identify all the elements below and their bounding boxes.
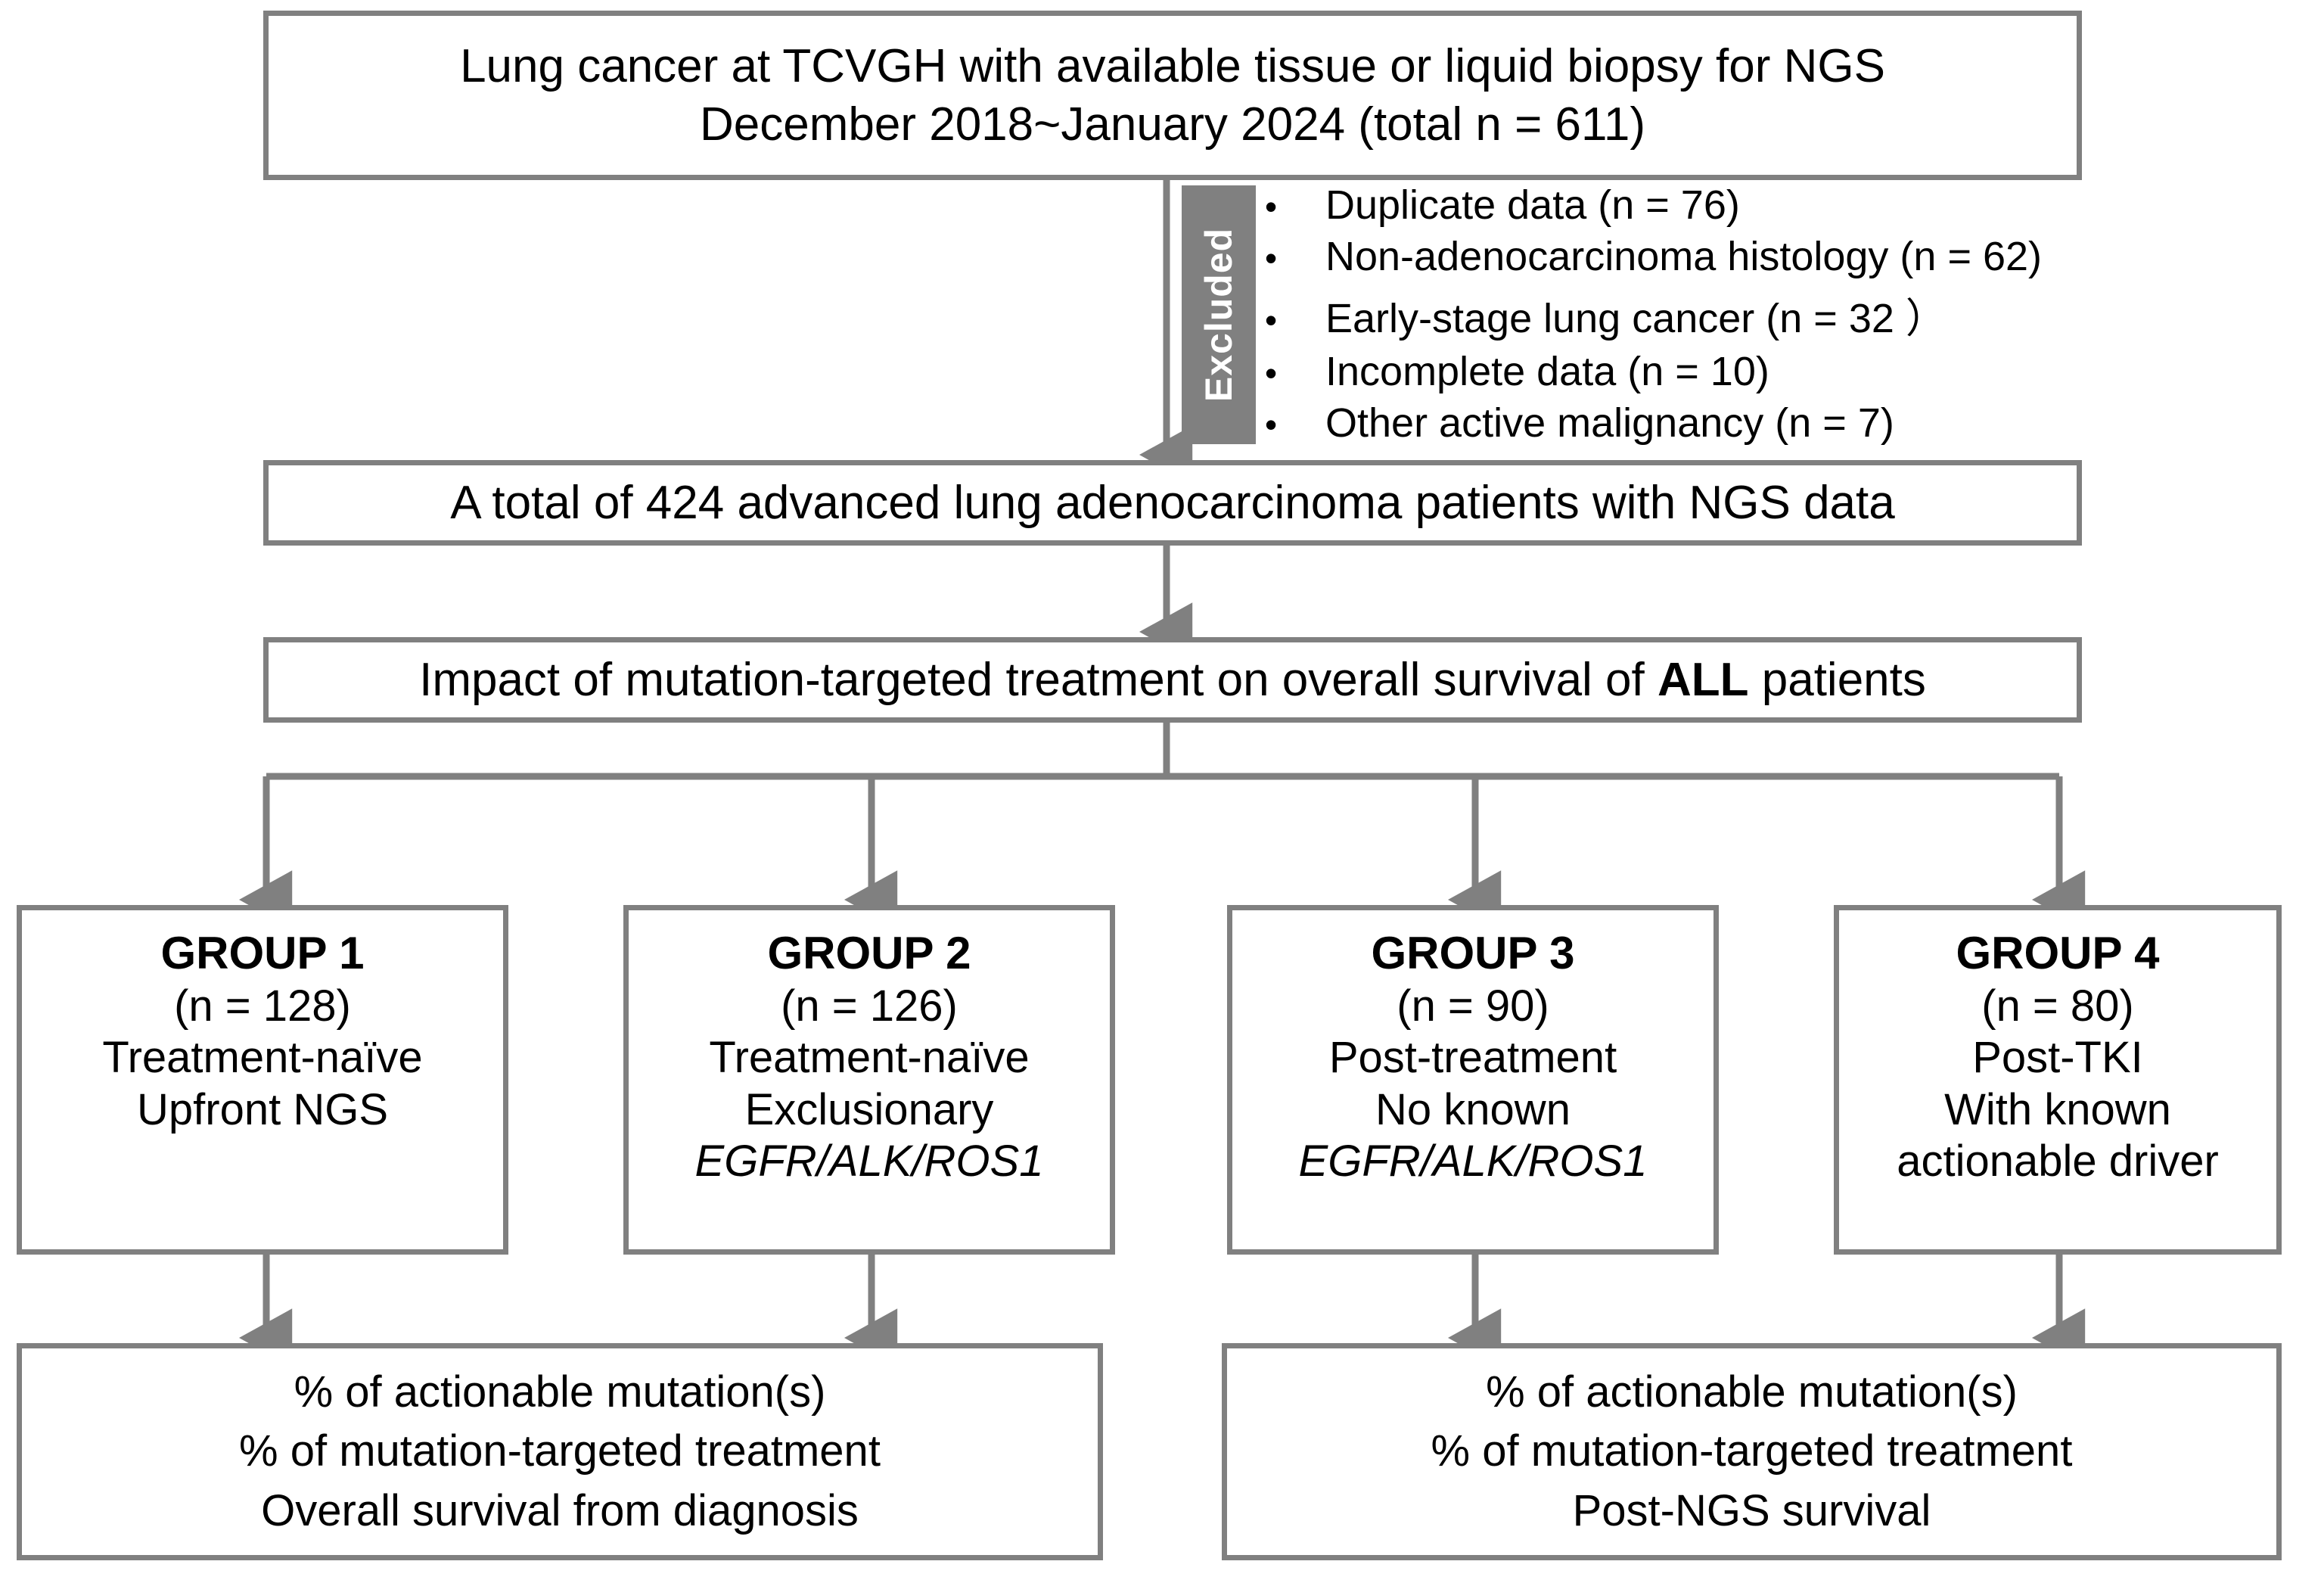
excluded-strip: Excluded — [1182, 185, 1256, 444]
outcome-right-line-3: Post-NGS survival — [1572, 1485, 1931, 1535]
outcome-box-right: % of actionable mutation(s) % of mutatio… — [1222, 1343, 2282, 1560]
impact-emphasis: ALL — [1657, 653, 1749, 706]
impact-objective-box: Impact of mutation-targeted treatment on… — [263, 637, 2082, 723]
outcome-left-line-1: % of actionable mutation(s) — [294, 1367, 826, 1417]
source-line-2: December 2018~January 2024 (total n = 61… — [700, 98, 1645, 151]
group-2-line-3: EGFR/ALK/ROS1 — [694, 1137, 1044, 1186]
list-item: • Non-adenocarcinoma histology (n = 62) — [1265, 233, 2294, 280]
list-item: • Incomplete data (n = 10) — [1265, 348, 2294, 395]
exclusion-item-text: Incomplete data (n = 10) — [1325, 349, 1769, 395]
group-4-line-3: actionable driver — [1897, 1137, 2219, 1186]
bullet-icon: • — [1265, 353, 1278, 393]
impact-prefix: Impact of mutation-targeted treatment on… — [419, 653, 1658, 706]
group-box-1: GROUP 1 (n = 128) Treatment-naïve Upfron… — [17, 905, 508, 1255]
group-3-line-3: EGFR/ALK/ROS1 — [1298, 1137, 1648, 1186]
group-3-line-2: No known — [1375, 1084, 1571, 1134]
list-item: • Early-stage lung cancer (n = 32 ） — [1265, 285, 2294, 344]
outcome-right-line-1: % of actionable mutation(s) — [1486, 1367, 2018, 1417]
impact-objective-text: Impact of mutation-targeted treatment on… — [419, 652, 1926, 708]
bullet-icon: • — [1265, 238, 1278, 278]
outcome-left-line-3: Overall survival from diagnosis — [261, 1485, 859, 1535]
source-cohort-box: Lung cancer at TCVGH with available tiss… — [263, 11, 2082, 180]
group-1-count: (n = 128) — [174, 981, 351, 1031]
group-2-count: (n = 126) — [781, 981, 958, 1031]
exclusion-item-text: Duplicate data (n = 76) — [1325, 182, 1740, 228]
group-box-3: GROUP 3 (n = 90) Post-treatment No known… — [1227, 905, 1719, 1255]
bullet-icon: • — [1265, 405, 1278, 444]
exclusion-item-text: Other active malignancy (n = 7) — [1325, 400, 1894, 446]
outcome-left-line-2: % of mutation-targeted treatment — [239, 1426, 881, 1476]
list-item: • Duplicate data (n = 76) — [1265, 182, 2294, 229]
group-4-line-2: With known — [1944, 1084, 2171, 1134]
group-2-line-2: Exclusionary — [744, 1084, 994, 1134]
impact-suffix: patients — [1748, 653, 1926, 706]
bullet-icon: • — [1265, 300, 1278, 340]
group-box-2: GROUP 2 (n = 126) Treatment-naïve Exclus… — [623, 905, 1115, 1255]
exclusion-criteria-list: • Duplicate data (n = 76) • Non-adenocar… — [1265, 182, 2294, 446]
group-4-title: GROUP 4 — [1956, 928, 2160, 978]
analysis-cohort-box: A total of 424 advanced lung adenocarcin… — [263, 460, 2082, 546]
group-4-line-1: Post-TKI — [1972, 1033, 2143, 1083]
source-line-1: Lung cancer at TCVGH with available tiss… — [460, 39, 1885, 92]
group-3-count: (n = 90) — [1397, 981, 1549, 1031]
group-4-count: (n = 80) — [1981, 981, 2134, 1031]
exclusion-item-text: Non-adenocarcinoma histology (n = 62) — [1325, 233, 2043, 279]
outcome-box-left: % of actionable mutation(s) % of mutatio… — [17, 1343, 1103, 1560]
group-1-title: GROUP 1 — [160, 928, 365, 978]
group-3-line-1: Post-treatment — [1328, 1033, 1617, 1083]
group-1-line-1: Treatment-naïve — [102, 1033, 423, 1083]
exclusion-item-text: Early-stage lung cancer (n = 32 ） — [1325, 295, 1947, 341]
bullet-icon: • — [1265, 187, 1278, 226]
analysis-cohort-text: A total of 424 advanced lung adenocarcin… — [450, 476, 1895, 529]
excluded-label: Excluded — [1198, 227, 1241, 403]
group-3-title: GROUP 3 — [1371, 928, 1575, 978]
group-box-4: GROUP 4 (n = 80) Post-TKI With known act… — [1834, 905, 2282, 1255]
outcome-right-line-2: % of mutation-targeted treatment — [1431, 1426, 2073, 1476]
group-2-line-1: Treatment-naïve — [709, 1033, 1030, 1083]
group-1-line-2: Upfront NGS — [137, 1084, 388, 1134]
list-item: • Other active malignancy (n = 7) — [1265, 400, 2294, 446]
group-2-title: GROUP 2 — [767, 928, 971, 978]
